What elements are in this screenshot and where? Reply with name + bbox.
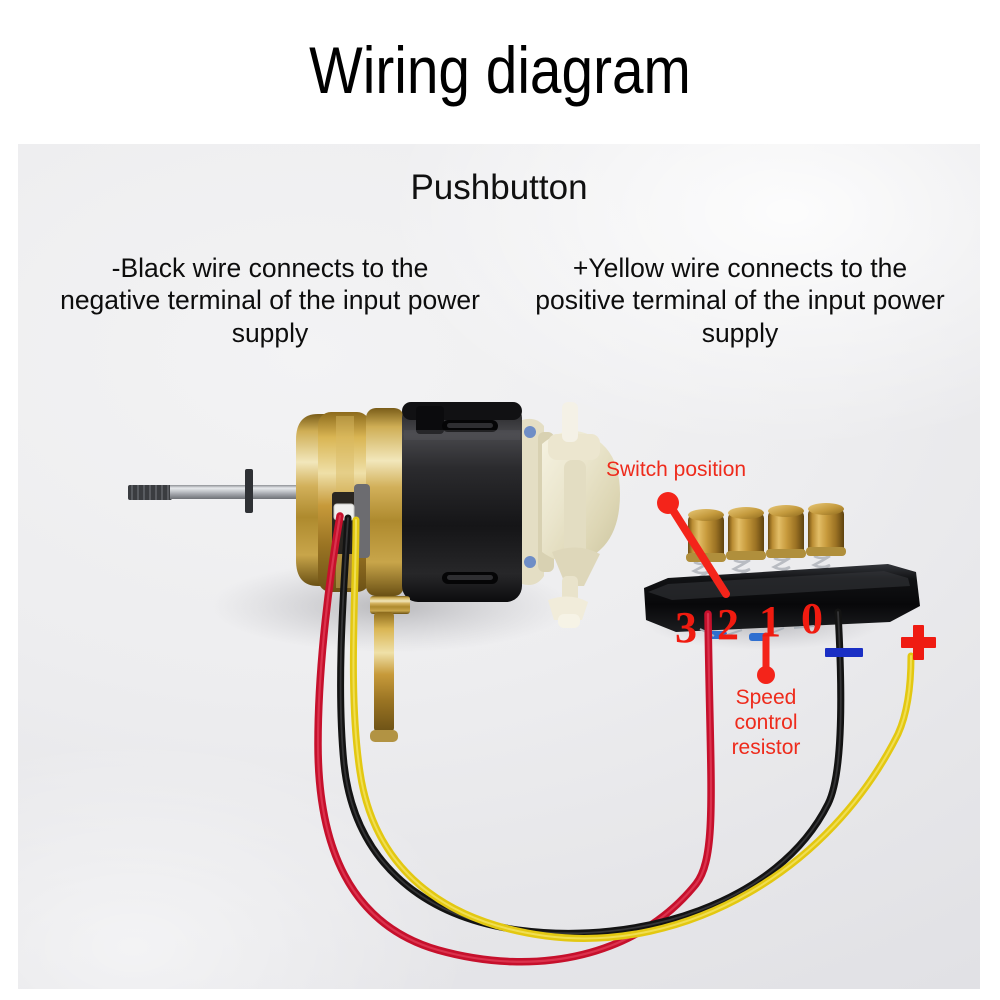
switch-number-1: 1 bbox=[759, 597, 781, 646]
switch-button-group bbox=[686, 503, 846, 562]
switch-position-label: Switch position bbox=[606, 458, 747, 481]
wire-layer bbox=[314, 512, 915, 966]
plus-marker bbox=[901, 625, 936, 660]
annotation-layer: 3 2 1 0 bbox=[657, 492, 936, 684]
speed-resistor-pointer bbox=[757, 632, 775, 684]
minus-marker bbox=[825, 648, 863, 657]
switch-number-0: 0 bbox=[801, 594, 823, 643]
pushbutton-switch-graphic bbox=[644, 503, 920, 641]
page-title: Wiring diagram bbox=[309, 33, 691, 107]
speed-control-resistor-label: Speed control resistor bbox=[731, 686, 801, 759]
product-photo-panel: 3 2 1 0 Pushbutton -Black wire connects … bbox=[18, 144, 980, 989]
switch-number-3: 3 bbox=[675, 603, 697, 652]
switch-position-pointer bbox=[657, 492, 730, 598]
yellow-wire-note: +Yellow wire connects to the positive te… bbox=[535, 253, 945, 348]
section-subtitle: Pushbutton bbox=[410, 168, 588, 207]
photo-artwork bbox=[128, 402, 920, 742]
fan-motor-graphic bbox=[128, 402, 620, 742]
black-wire-note: -Black wire connects to the negative ter… bbox=[60, 253, 480, 348]
switch-number-2: 2 bbox=[717, 600, 739, 649]
gearbox-graphic bbox=[522, 402, 620, 628]
